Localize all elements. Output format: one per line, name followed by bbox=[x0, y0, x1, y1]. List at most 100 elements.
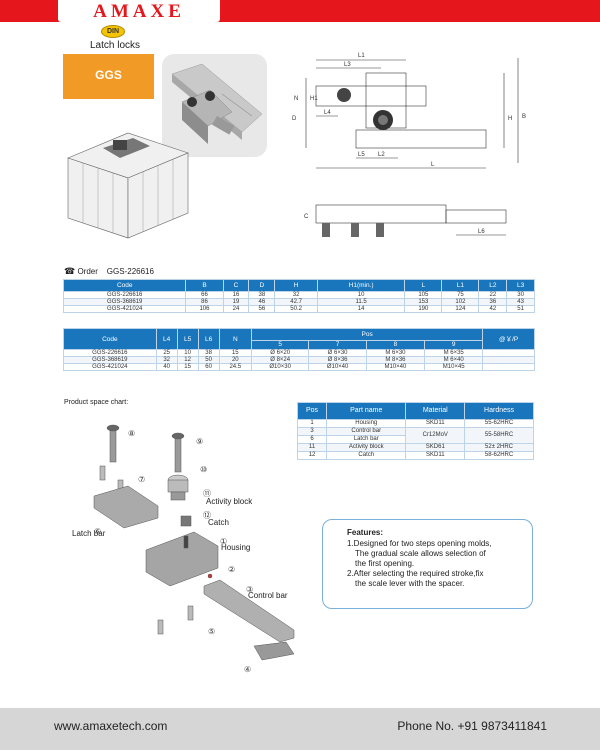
table-cell: GGS-421024 bbox=[62, 305, 187, 313]
order-label: Order bbox=[77, 267, 98, 276]
table-row: GGS-226616 25 10 38 15 Ø 6×20 Ø 6×30 M 6… bbox=[63, 349, 535, 357]
num-4: ④ bbox=[244, 665, 251, 674]
spec-header: L bbox=[404, 279, 443, 292]
pos-subheader: 5 bbox=[250, 340, 310, 350]
table-cell: 43 bbox=[506, 298, 535, 306]
table-cell: 124 bbox=[441, 305, 480, 313]
table-cell: 75 bbox=[441, 291, 480, 299]
material-header: Material bbox=[405, 402, 466, 420]
product-photo bbox=[162, 54, 267, 157]
dim-H: H bbox=[508, 116, 512, 122]
exploded-view: ⑧ ⑨ ⑦ ⑩ ⑪ ⑫ ⑥ ① ② ③ ⑤ ④ Activity block C… bbox=[58, 410, 308, 680]
product-subtitle: Latch locks bbox=[90, 40, 141, 51]
table-row: GGS-421024 40 15 60 24.5 Ø10×30 Ø10×40 M… bbox=[63, 363, 535, 371]
spec-header: Code bbox=[62, 279, 187, 292]
table-cell: 102 bbox=[441, 298, 480, 306]
table-cell: GGS-368619 bbox=[63, 356, 157, 364]
table-cell: GGS-421024 bbox=[63, 363, 157, 371]
table-cell: Ø10×30 bbox=[250, 363, 310, 371]
mold-illustration bbox=[58, 118, 198, 248]
table-cell: 56 bbox=[248, 305, 276, 313]
dimension-drawing-side: C L6 bbox=[286, 190, 546, 250]
table-cell: 40 bbox=[155, 363, 178, 371]
table-cell: 11.5 bbox=[316, 298, 406, 306]
table-cell: 58-62HRC bbox=[464, 451, 534, 460]
footer: www.amaxetech.com Phone No. +91 98734118… bbox=[0, 708, 600, 750]
spec-header: H1(min.) bbox=[316, 279, 406, 292]
num-12: ⑫ bbox=[203, 511, 211, 520]
table-cell: Ø 8×24 bbox=[250, 356, 310, 364]
table-cell: 60 bbox=[197, 363, 220, 371]
table-cell bbox=[482, 349, 535, 357]
table-row: GGS-368619 32 12 50 20 Ø 8×24 Ø 8×36 M 8… bbox=[63, 356, 535, 364]
table-cell: 11 bbox=[296, 443, 328, 452]
table-row: 3 Control bar Cr12MoV 55-58HRC bbox=[296, 427, 534, 444]
table-cell: 42.7 bbox=[274, 298, 318, 306]
num-7: ⑦ bbox=[138, 475, 145, 484]
label-catch: Catch bbox=[208, 518, 229, 527]
space-chart-label: Product space chart: bbox=[64, 399, 129, 406]
table-row: GGS-421024 106 24 56 50.2 14 190 124 42 … bbox=[62, 305, 535, 313]
table-cell: 12 bbox=[296, 451, 328, 460]
website-link[interactable]: www.amaxetech.com bbox=[54, 719, 168, 733]
spec-header: L3 bbox=[506, 279, 535, 292]
pos-header: L5 bbox=[176, 328, 199, 350]
table-cell: 12 bbox=[176, 356, 199, 364]
table-cell bbox=[482, 356, 535, 364]
table-cell: 105 bbox=[404, 291, 443, 299]
table-cell: Cr12MoV bbox=[405, 427, 466, 444]
table-cell: 50 bbox=[197, 356, 220, 364]
pos-group-header: Pos bbox=[250, 328, 484, 341]
material-header: Hardness bbox=[464, 402, 534, 420]
table-cell: 30 bbox=[506, 291, 535, 299]
label-housing: Housing bbox=[221, 543, 251, 552]
table-cell: 3 bbox=[296, 427, 328, 436]
table-cell: 19 bbox=[222, 298, 250, 306]
table-row: 1 Housing SKD11 55-62HRC bbox=[296, 419, 534, 428]
table-cell: 32 bbox=[274, 291, 318, 299]
phone-icon: ☎ bbox=[64, 266, 76, 276]
table-cell: 15 bbox=[176, 363, 199, 371]
features-title: Features: bbox=[347, 528, 384, 537]
num-1: ① bbox=[220, 537, 227, 546]
table-cell: Latch bar bbox=[326, 435, 407, 444]
table-cell: 36 bbox=[478, 298, 508, 306]
table-row: 12 Catch SKD11 58-62HRC bbox=[296, 451, 534, 460]
dim-L5: L5 bbox=[358, 152, 365, 158]
pos-header: N bbox=[218, 328, 252, 350]
pos-subheader: 8 bbox=[365, 340, 426, 350]
table-row: GGS-226616 66 16 38 32 10 105 75 22 30 bbox=[62, 291, 535, 299]
num-9: ⑨ bbox=[196, 437, 203, 446]
table-cell: 24 bbox=[222, 305, 250, 313]
table-cell: Ø10×40 bbox=[308, 363, 367, 371]
table-cell: 51 bbox=[506, 305, 535, 313]
table-cell: GGS-368619 bbox=[62, 298, 187, 306]
phone-number[interactable]: Phone No. +91 9873411841 bbox=[397, 719, 547, 733]
table-cell: M10×45 bbox=[424, 363, 484, 371]
table-cell: 42 bbox=[478, 305, 508, 313]
table-cell: SKD61 bbox=[405, 443, 466, 452]
table-cell: M 6×40 bbox=[424, 356, 484, 364]
spec-header: L2 bbox=[478, 279, 508, 292]
table-cell: 66 bbox=[185, 291, 224, 299]
model-label: GGS bbox=[95, 68, 122, 82]
table-cell: 6 bbox=[296, 435, 328, 444]
table-cell: GGS-226616 bbox=[63, 349, 157, 357]
table-cell: Ø 8×36 bbox=[308, 356, 367, 364]
num-10: ⑩ bbox=[200, 465, 207, 474]
table-cell: M 6×30 bbox=[365, 349, 426, 357]
brand-logo[interactable]: AMAXE bbox=[58, 0, 220, 22]
order-code: GGS-226616 bbox=[106, 267, 154, 276]
dimension-drawing-top: L1 L3 H1 N D L4 H B L5 L2 L bbox=[286, 48, 546, 178]
table-cell: Ø 6×20 bbox=[250, 349, 310, 357]
price-header: @￥/P bbox=[482, 328, 535, 350]
model-tab: GGS bbox=[63, 54, 154, 99]
table-cell: Activity block bbox=[326, 443, 407, 452]
table-cell: 46 bbox=[248, 298, 276, 306]
table-row: 11 Activity block SKD61 52± 2HRC bbox=[296, 443, 534, 452]
table-cell: 32 bbox=[155, 356, 178, 364]
dim-L2: L2 bbox=[378, 152, 385, 158]
spec-header: D bbox=[248, 279, 276, 292]
table-cell: Ø 6×30 bbox=[308, 349, 367, 357]
num-3: ③ bbox=[246, 585, 253, 594]
